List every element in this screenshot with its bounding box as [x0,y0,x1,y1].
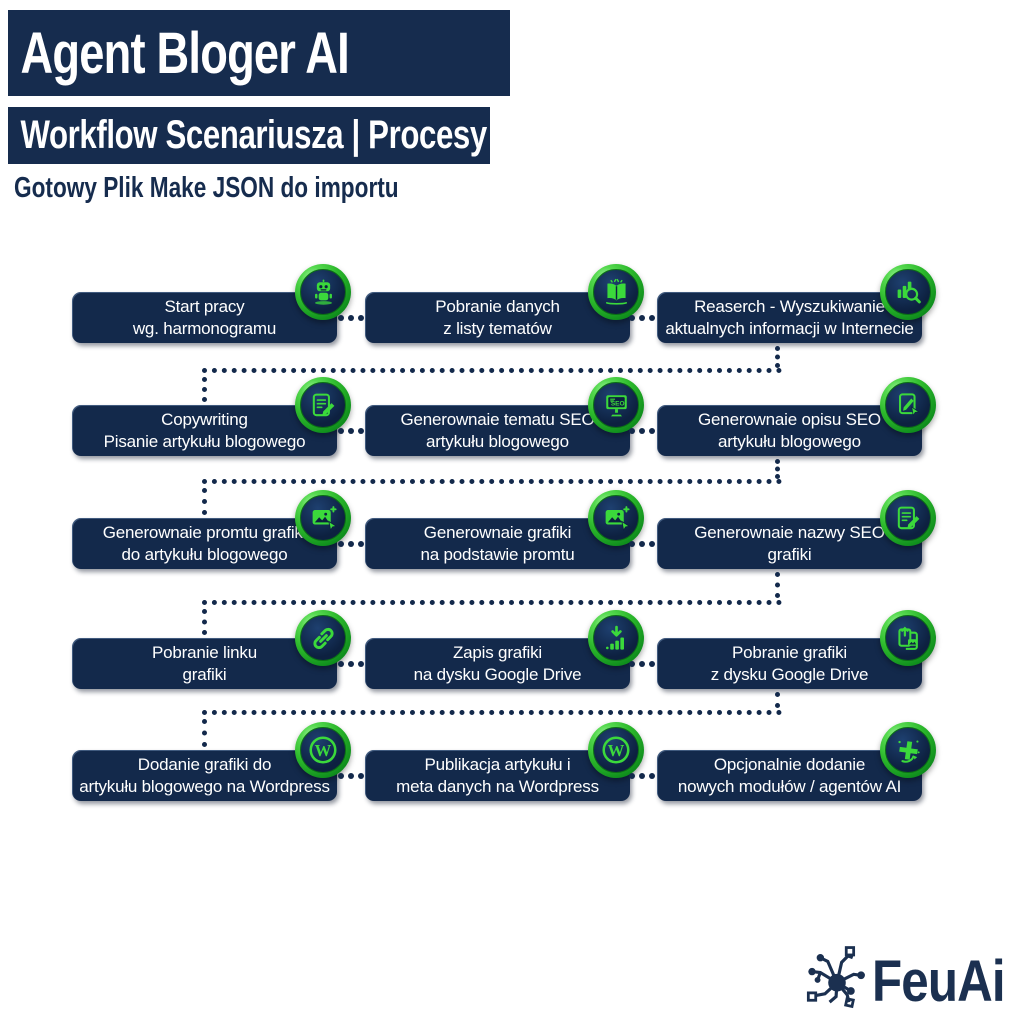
step-connector-dots [629,540,655,548]
brand-name: FeuAi [872,949,1006,1014]
wordpress-icon: W [300,727,346,773]
step-label: Generownaie grafiki na podstawie promtu [420,522,575,564]
open-book-icon [593,269,639,315]
step-connector-dots [629,427,655,435]
step-label: Dodanie grafiki do artykułu blogowego na… [79,754,330,796]
row-connector [775,692,780,708]
step-label: Reaserch - Wyszukiwanie aktualnych infor… [665,296,914,338]
step-connector-dots [338,540,364,548]
row-connector [202,719,207,747]
workflow-step-3: Reaserch - Wyszukiwanie aktualnych infor… [657,264,936,343]
step-connector-dots [338,660,364,668]
workflow-step-14: Publikacja artykułu i meta danych na Wor… [365,722,644,801]
step-connector-dots [629,314,655,322]
svg-text:W: W [608,741,625,760]
page-subtitle: Workflow Scenariusza | Procesy [20,113,487,157]
brand-logo: FeuAi [800,942,1024,1021]
subtitle-banner: Workflow Scenariusza | Procesy [8,107,490,164]
step-label: Pobranie danych z listy tematów [435,296,560,338]
workflow-step-15: Opcjonalnie dodanie nowych modułów / age… [657,722,936,801]
row-connector [202,377,207,402]
page-title: Agent Bloger AI [20,20,349,86]
writing-document-icon [300,382,346,428]
step-label: Pobranie linku grafiki [152,642,257,684]
image-generate-icon [300,495,346,541]
workflow-step-11: Zapis grafiki na dysku Google Drive [365,610,644,689]
row-connector [775,572,780,598]
image-generate-icon [593,495,639,541]
workflow-step-7: Generownaie promtu grafiki do artykułu b… [72,490,351,569]
workflow-step-4: Copywriting Pisanie artykułu blogowego [72,377,351,456]
step-connector-dots [629,772,655,780]
row-connector [202,479,782,484]
row-connector [202,488,207,515]
workflow-step-6: Generownaie opisu SEO artykułu blogowego [657,377,936,456]
seo-monitor-icon: SEO [593,382,639,428]
step-label: Copywriting Pisanie artykułu blogowego [103,409,306,451]
design-document-icon [885,382,931,428]
step-label: Pobranie grafiki z dysku Google Drive [710,642,869,684]
workflow-step-8: Generownaie grafiki na podstawie promtu [365,490,644,569]
svg-text:W: W [315,741,332,760]
svg-text:SEO: SEO [610,400,624,407]
wordpress-icon: W [593,727,639,773]
link-icon [300,615,346,661]
step-label: Start pracy wg. harmonogramu [132,296,277,338]
title-banner: Agent Bloger AI [8,10,510,96]
step-label: Zapis grafiki na dysku Google Drive [413,642,582,684]
step-label: Generownaie nazwy SEO grafiki [694,522,885,564]
workflow-step-13: Dodanie grafiki do artykułu blogowego na… [72,722,351,801]
row-connector [202,600,782,605]
row-connector [202,609,207,635]
robot-icon [300,269,346,315]
row-connector [775,459,780,479]
step-connector-dots [338,314,364,322]
tagline: Gotowy Plik Make JSON do importu [14,172,399,204]
network-node-icon [800,942,874,1021]
step-connector-dots [338,427,364,435]
workflow-step-10: Pobranie linku grafiki [72,610,351,689]
step-connector-dots [629,660,655,668]
workflow-step-12: Pobranie grafiki z dysku Google Drive [657,610,936,689]
writing-document-icon [885,495,931,541]
save-chart-icon [593,615,639,661]
step-label: Opcjonalnie dodanie nowych modułów / age… [677,754,902,796]
row-connector [202,710,782,715]
fetch-image-icon [885,615,931,661]
workflow-step-2: Pobranie danych z listy tematów [365,264,644,343]
add-modules-icon [885,727,931,773]
workflow-step-1: Start pracy wg. harmonogramu [72,264,351,343]
row-connector [775,346,780,368]
step-label: Generownaie promtu grafiki do artykułu b… [102,522,307,564]
analytics-search-icon [885,269,931,315]
step-label: Publikacja artykułu i meta danych na Wor… [396,754,599,796]
workflow-step-5: Generownaie tematu SEO artykułu blogoweg… [365,377,644,456]
step-label: Generownaie tematu SEO artykułu blogoweg… [400,409,595,451]
row-connector [202,368,782,373]
step-connector-dots [338,772,364,780]
workflow-step-9: Generownaie nazwy SEO grafiki [657,490,936,569]
step-label: Generownaie opisu SEO artykułu blogowego [698,409,881,451]
